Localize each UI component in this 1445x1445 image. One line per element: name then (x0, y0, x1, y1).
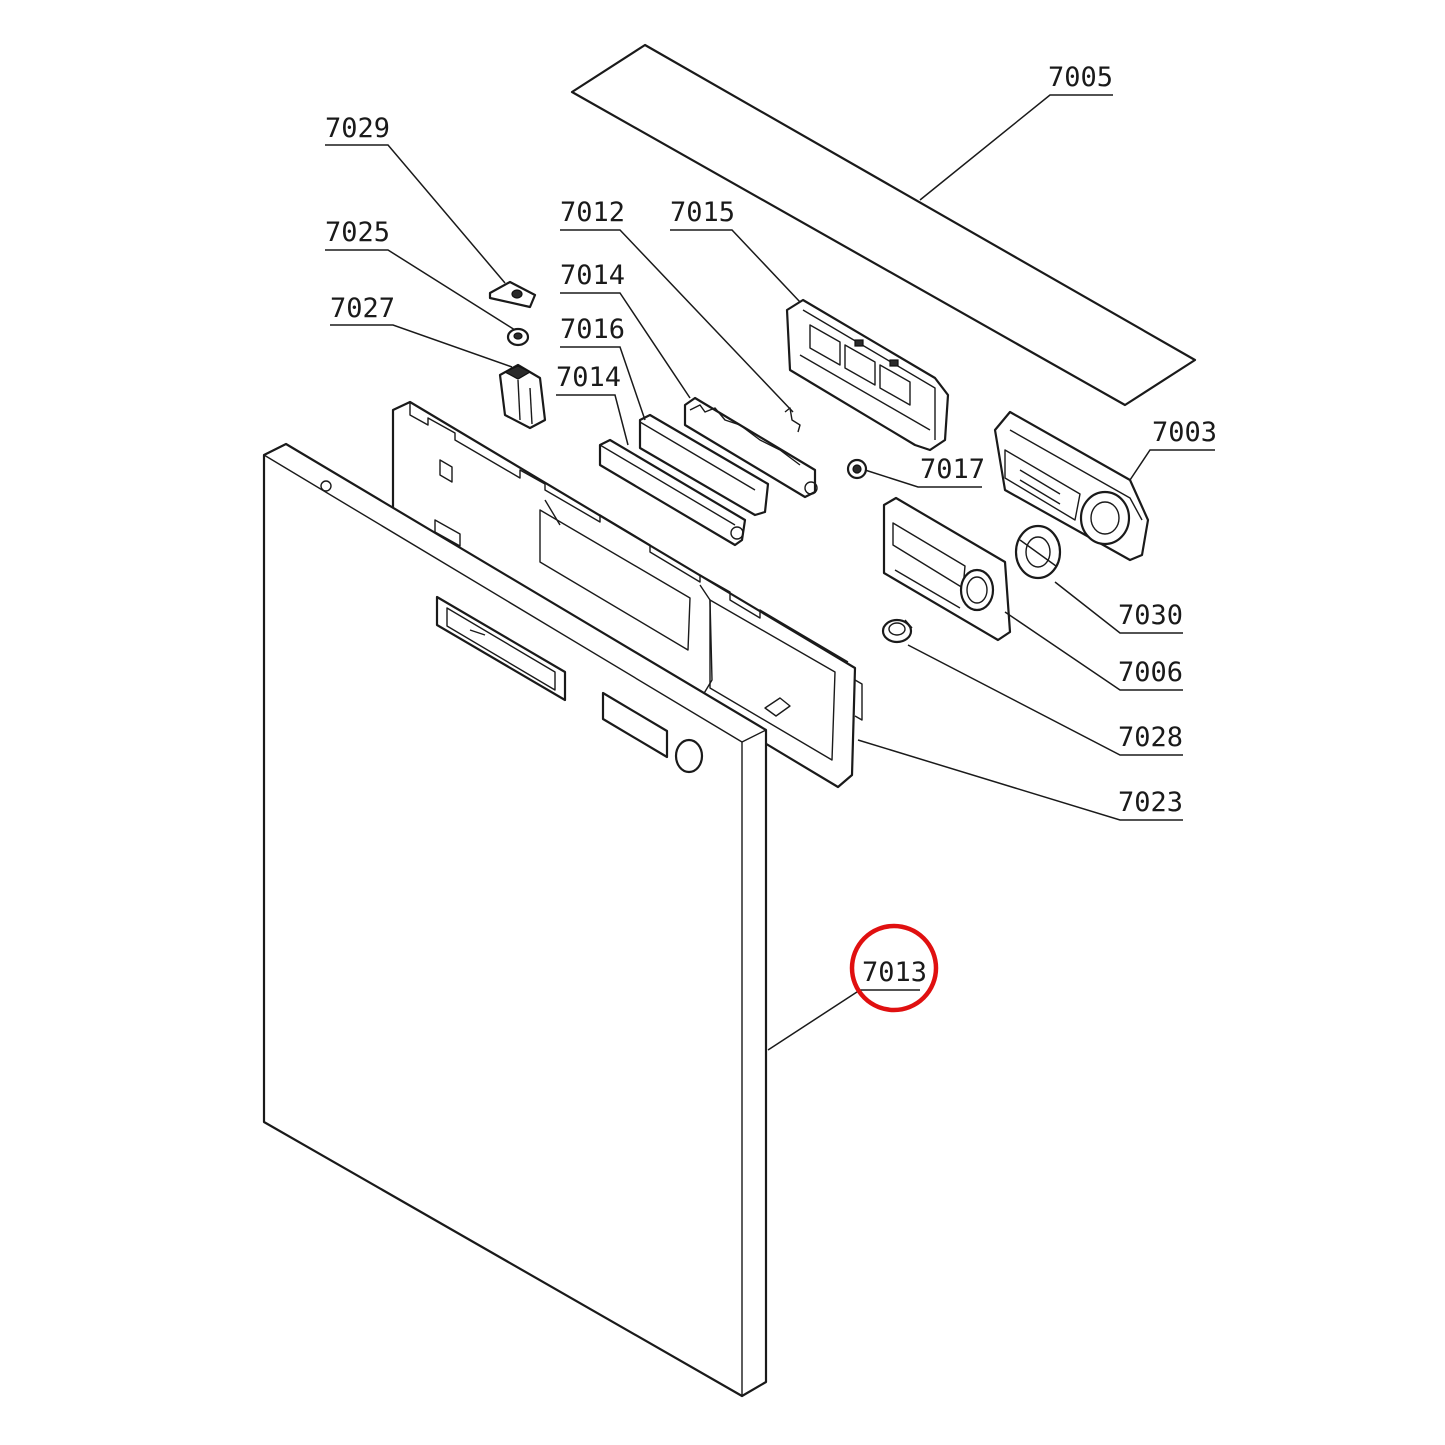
part-7028-knob[interactable] (881, 618, 913, 644)
callout-7005[interactable]: 7005 (1048, 62, 1113, 93)
callout-7030[interactable]: 7030 (1118, 600, 1183, 631)
callout-7025[interactable]: 7025 (325, 217, 390, 248)
callout-7016[interactable]: 7016 (560, 314, 625, 345)
callout-7015[interactable]: 7015 (670, 197, 735, 228)
part-7017-grommet[interactable] (846, 458, 868, 480)
part-7025-nut[interactable] (506, 327, 530, 347)
part-7016-panel[interactable] (638, 413, 770, 517)
highlight-circle-7013 (849, 923, 939, 1013)
callout-7028[interactable]: 7028 (1118, 722, 1183, 753)
part-7005-strip[interactable] (570, 43, 1197, 407)
part-7015-bracket[interactable] (785, 298, 950, 452)
part-7012-clip[interactable] (784, 407, 801, 433)
part-7013-door-front[interactable] (262, 442, 768, 1398)
callout-7017[interactable]: 7017 (920, 454, 985, 485)
part-7027-switch[interactable] (498, 363, 547, 430)
callout-7006[interactable]: 7006 (1118, 657, 1183, 688)
part-7014-pcb-upper[interactable] (683, 396, 818, 499)
callout-labels: 7005 7029 7025 7027 7012 7015 7014 7016 … (325, 62, 1217, 988)
callout-7012[interactable]: 7012 (560, 197, 625, 228)
callout-7023[interactable]: 7023 (1118, 787, 1183, 818)
leader-lines (325, 94, 1215, 1051)
part-7030-encoder[interactable] (1014, 524, 1062, 580)
part-7014-cover-lower[interactable] (598, 438, 747, 547)
callout-7027[interactable]: 7027 (330, 293, 395, 324)
callout-7003[interactable]: 7003 (1152, 417, 1217, 448)
callout-7029[interactable]: 7029 (325, 113, 390, 144)
callout-7013[interactable]: 7013 (862, 957, 927, 988)
highlight-marker (849, 923, 939, 1013)
part-7003-control-module[interactable] (993, 410, 1150, 562)
part-7029-clip[interactable] (488, 280, 537, 309)
callout-7014-lower[interactable]: 7014 (556, 362, 621, 393)
part-7006-display-panel[interactable] (882, 496, 1012, 642)
callout-7014-upper[interactable]: 7014 (560, 260, 625, 291)
